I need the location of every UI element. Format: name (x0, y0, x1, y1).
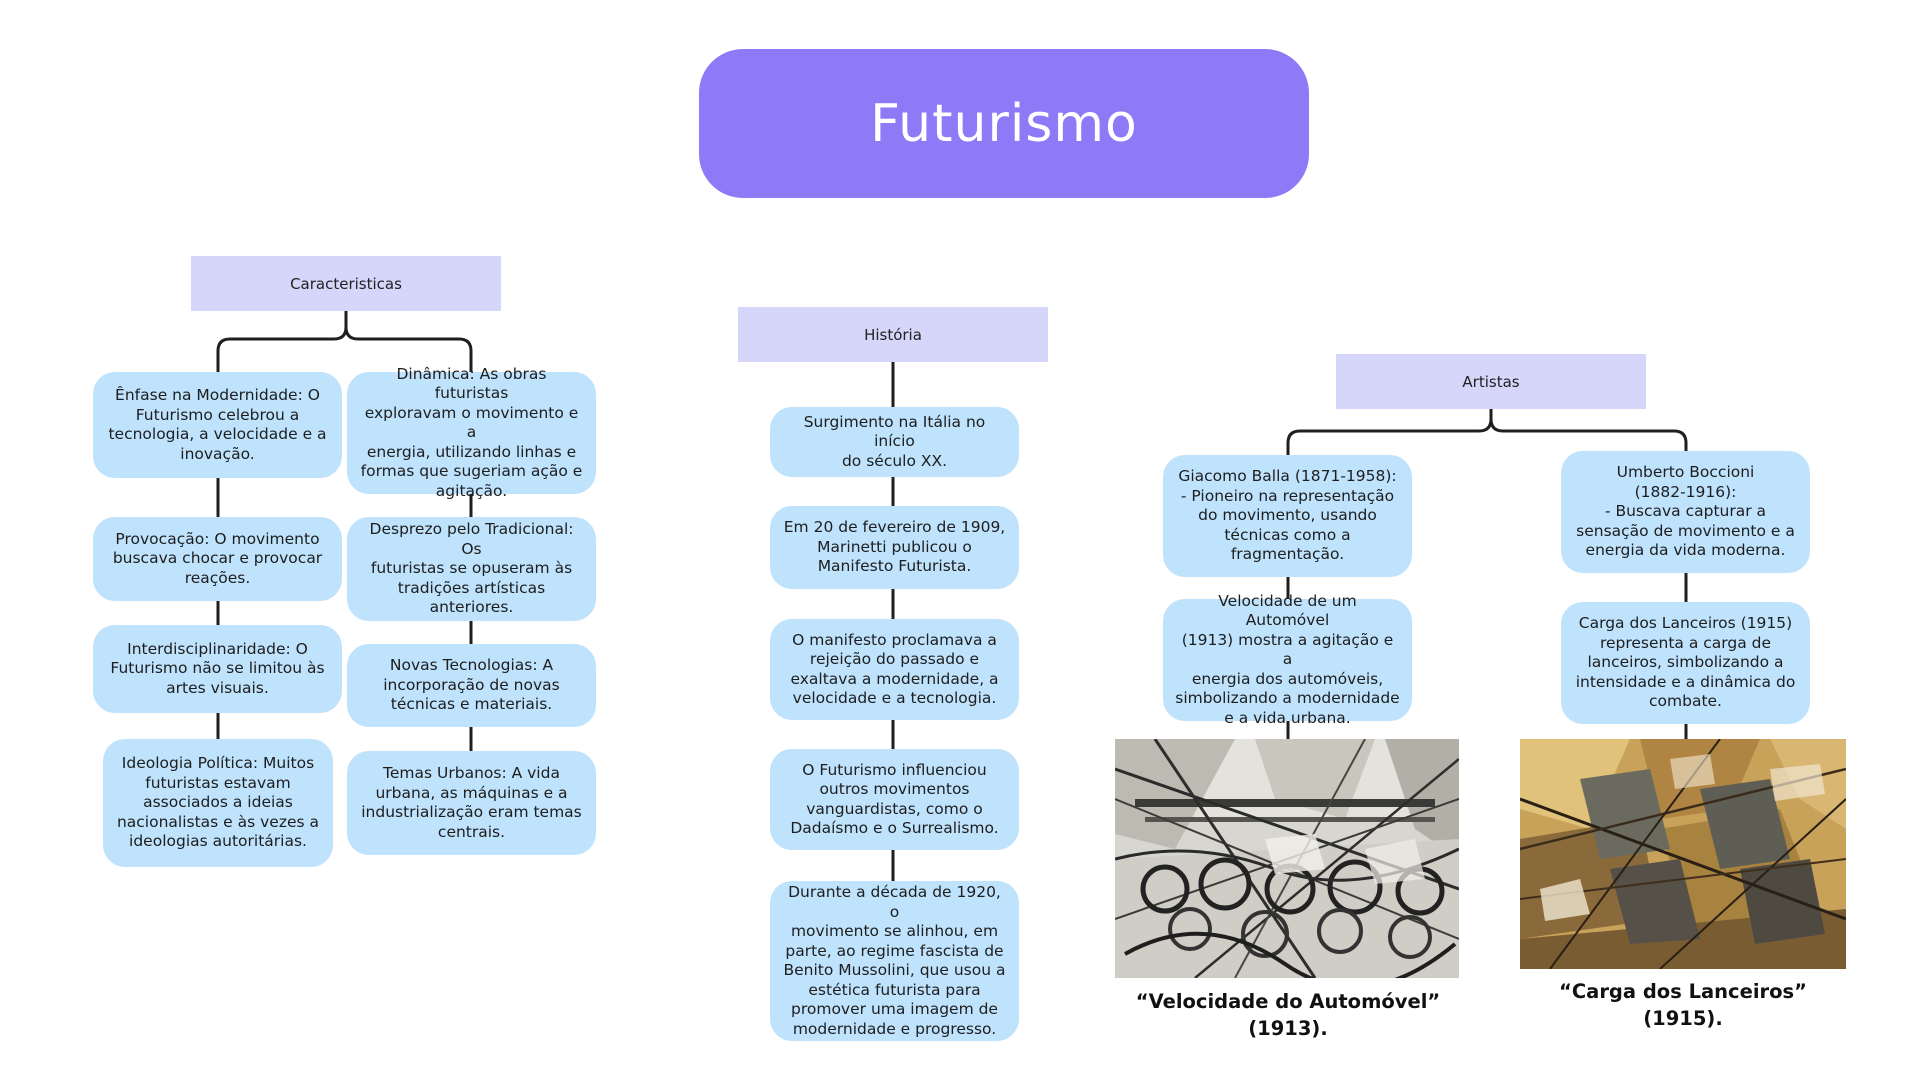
node-interdisciplinaridade: Interdisciplinaridade: O Futurismo não s… (93, 625, 342, 713)
painting-velocidade-automovel (1115, 739, 1459, 978)
page-title: Futurismo (870, 93, 1138, 154)
title-box: Futurismo (699, 49, 1309, 198)
caption-carga-lanceiros: “Carga dos Lanceiros” (1915). (1559, 980, 1807, 1030)
node-dinamica: Dinâmica: As obras futuristas exploravam… (347, 365, 596, 500)
node-balla-bio: Giacomo Balla (1871-1958): - Pioneiro na… (1163, 455, 1412, 577)
node-historia-surgimento: Surgimento na Itália no início do século… (770, 407, 1019, 477)
node-text: Interdisciplinaridade: O Futurismo não s… (110, 639, 325, 697)
painting-carga-lanceiros (1520, 739, 1846, 969)
node-historia-decada-1920: Durante a década de 1920, o movimento se… (770, 881, 1019, 1041)
node-balla-obra: Velocidade de um Automóvel (1913) mostra… (1163, 592, 1412, 727)
node-temas-urbanos: Temas Urbanos: A vida urbana, as máquina… (347, 751, 596, 855)
node-desprezo-tradicional: Desprezo pelo Tradicional: Os futuristas… (347, 517, 596, 621)
node-historia-proclamacao: O manifesto proclamava a rejeição do pas… (770, 619, 1019, 720)
node-novas-tecnologias: Novas Tecnologias: A incorporação de nov… (347, 644, 596, 727)
header-historia: História (738, 307, 1048, 362)
node-boccioni-bio: Umberto Boccioni (1882-1916): - Buscava … (1561, 451, 1810, 573)
node-text: Ideologia Política: Muitos futuristas es… (116, 754, 320, 851)
node-text: Temas Urbanos: A vida urbana, as máquina… (361, 764, 582, 841)
node-text: O manifesto proclamava a rejeição do pas… (790, 630, 999, 708)
node-boccioni-obra: Carga dos Lanceiros (1915) representa a … (1561, 602, 1810, 724)
node-text: Durante a década de 1920, o movimento se… (783, 883, 1006, 1038)
node-text: Carga dos Lanceiros (1915) representa a … (1575, 614, 1796, 711)
caption-velocidade-automovel: “Velocidade do Automóvel” (1913). (1135, 990, 1441, 1040)
node-text: Ênfase na Modernidade: O Futurismo celeb… (108, 386, 327, 463)
node-text: Desprezo pelo Tradicional: Os futuristas… (369, 520, 574, 617)
header-caracteristicas: Caracteristicas (191, 256, 501, 311)
node-text: O Futurismo influenciou outros movimento… (790, 760, 999, 838)
node-text: Surgimento na Itália no início do século… (803, 412, 986, 470)
node-historia-influencia: O Futurismo influenciou outros movimento… (770, 749, 1019, 850)
node-text: Giacomo Balla (1871-1958): - Pioneiro na… (1178, 467, 1397, 564)
node-ideologia-politica: Ideologia Política: Muitos futuristas es… (103, 739, 333, 867)
node-text: Provocação: O movimento buscava chocar e… (112, 529, 323, 587)
node-text: Umberto Boccioni (1882-1916): - Buscava … (1576, 463, 1795, 560)
node-enfase-modernidade: Ênfase na Modernidade: O Futurismo celeb… (93, 372, 342, 478)
node-historia-manifesto: Em 20 de fevereiro de 1909, Marinetti pu… (770, 506, 1019, 589)
node-text: Em 20 de fevereiro de 1909, Marinetti pu… (783, 518, 1006, 576)
header-artistas: Artistas (1336, 354, 1646, 409)
node-text: Velocidade de um Automóvel (1913) mostra… (1175, 591, 1400, 727)
node-text: Novas Tecnologias: A incorporação de nov… (383, 656, 560, 714)
node-provocacao: Provocação: O movimento buscava chocar e… (93, 517, 342, 601)
node-text: Dinâmica: As obras futuristas exploravam… (360, 364, 583, 500)
